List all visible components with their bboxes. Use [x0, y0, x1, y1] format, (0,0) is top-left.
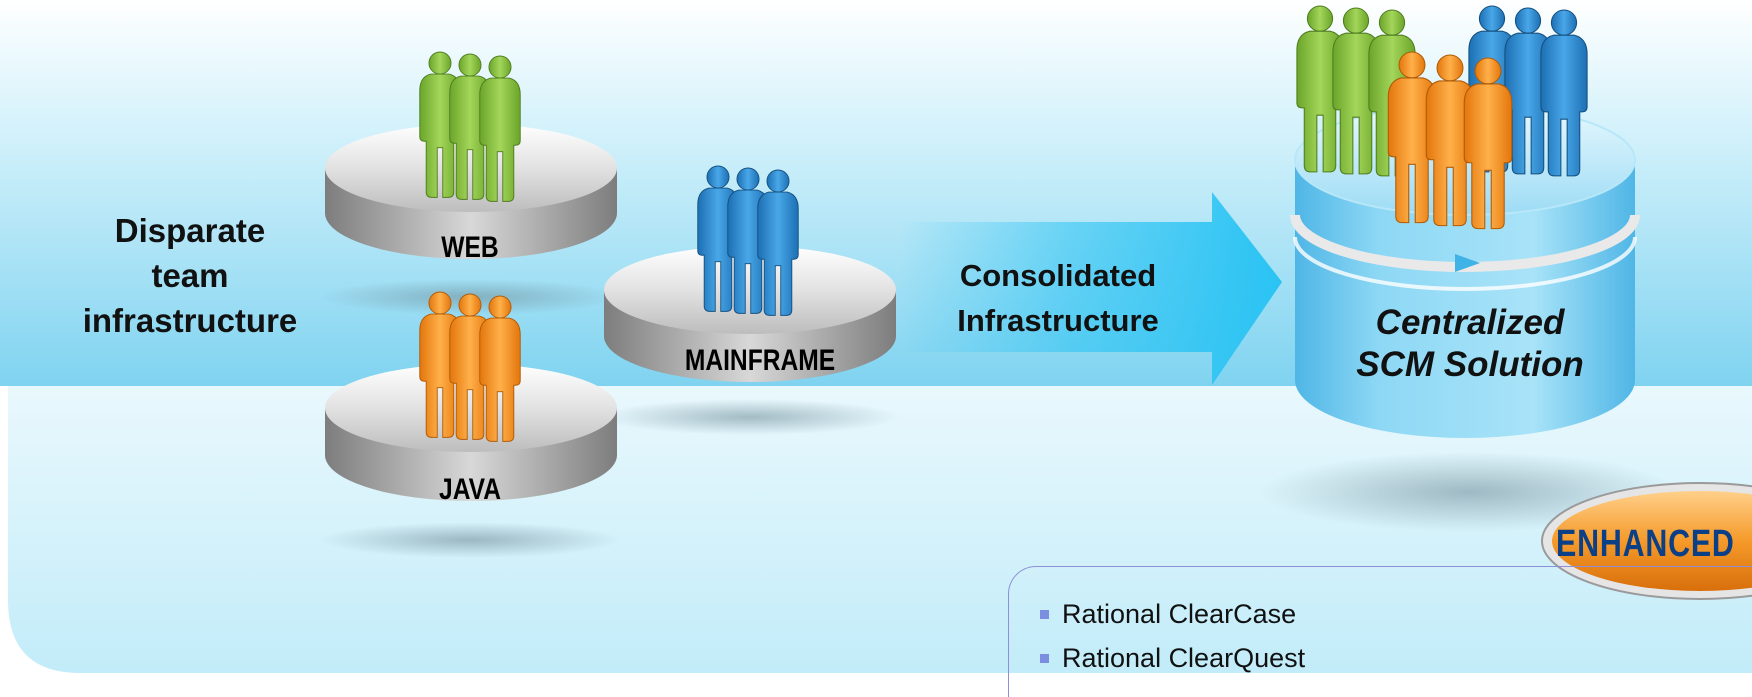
web-platform-label: WEB — [441, 231, 499, 264]
disparate-caption-line: Disparate — [114, 212, 266, 249]
product-item-label: Rational ClearCase — [1062, 599, 1297, 629]
product-item-label: Rational ClearQuest — [1062, 643, 1306, 673]
products-box — [1008, 566, 1752, 697]
diagram-canvas — [0, 0, 1752, 673]
disparate-caption-line: team — [151, 257, 229, 294]
mainframe-platform-disc-icon — [604, 246, 896, 382]
consolidated-caption-line: Infrastructure — [957, 303, 1159, 338]
web-platform-disc-icon — [325, 124, 617, 259]
java-platform-shadow — [320, 522, 620, 558]
product-item: Rational ClearQuest — [1040, 636, 1305, 680]
bullet-icon — [1040, 610, 1049, 619]
mainframe-platform-label: MAINFRAME — [684, 344, 836, 377]
mainframe-platform-shadow — [600, 399, 900, 435]
centralized-caption-line: Centralized — [1375, 303, 1565, 342]
consolidated-caption: Consolidated Infrastructure — [918, 253, 1198, 343]
consolidated-caption-line: Consolidated — [959, 258, 1157, 293]
products-list: Rational ClearCase Rational ClearQuest — [1040, 592, 1305, 680]
disparate-caption: Disparate team infrastructure — [40, 208, 340, 343]
centralized-caption: Centralized SCM Solution — [1305, 302, 1635, 386]
java-platform-disc-icon — [325, 364, 617, 501]
bullet-icon — [1040, 654, 1049, 663]
java-platform-label: JAVA — [439, 473, 501, 506]
centralized-caption-line: SCM Solution — [1356, 345, 1584, 384]
disparate-caption-line: infrastructure — [82, 302, 298, 339]
enhanced-badge-label: ENHANCED — [1556, 523, 1735, 565]
enhanced-badge-icon — [1541, 482, 1752, 600]
product-item: Rational ClearCase — [1040, 592, 1305, 636]
consolidation-right-arrow-icon — [900, 192, 1282, 385]
